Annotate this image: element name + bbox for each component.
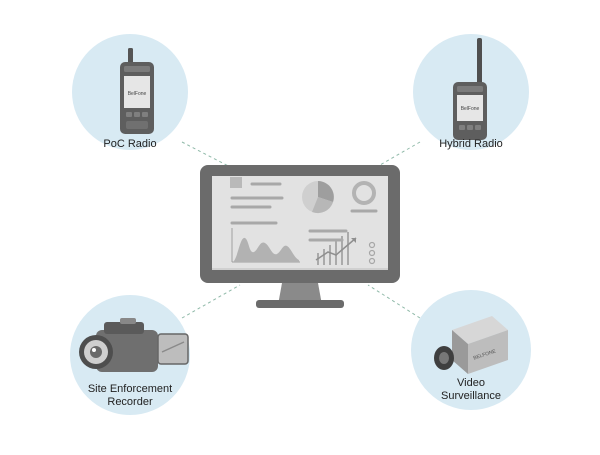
recorder-label-line2: Recorder (107, 396, 153, 408)
dash-area-chart (231, 228, 300, 263)
camera-label-line1: Video (457, 377, 485, 389)
dash-donut-chart (352, 181, 376, 205)
poc-radio-brand: BelFone (128, 91, 147, 97)
security-camera-icon: BELFONE (434, 316, 508, 374)
recorder-label-line1: Site Enforcement (87, 383, 173, 395)
dash-pie-chart (302, 181, 334, 214)
monitor-dashboard (200, 165, 400, 308)
camera-label: Video Surveillance (421, 377, 521, 403)
poc-radio-label: PoC Radio (103, 138, 157, 150)
camcorder-icon (79, 318, 189, 372)
handheld-radio-icon: BelFone (120, 48, 154, 134)
dash-toggle-dots (368, 241, 376, 265)
connector-recorder (181, 284, 241, 319)
recorder-label: Site Enforcement Recorder (65, 383, 195, 409)
dash-avatar-block (230, 177, 242, 188)
dash-trend-chart (315, 232, 357, 265)
connector-camera (367, 284, 421, 319)
hybrid-radio-brand: BelFone (461, 106, 480, 112)
hybrid-radio-label: Hybrid Radio (439, 138, 503, 150)
camera-label-line2: Surveillance (441, 390, 501, 402)
long-antenna-radio-icon: BelFone (453, 38, 487, 140)
